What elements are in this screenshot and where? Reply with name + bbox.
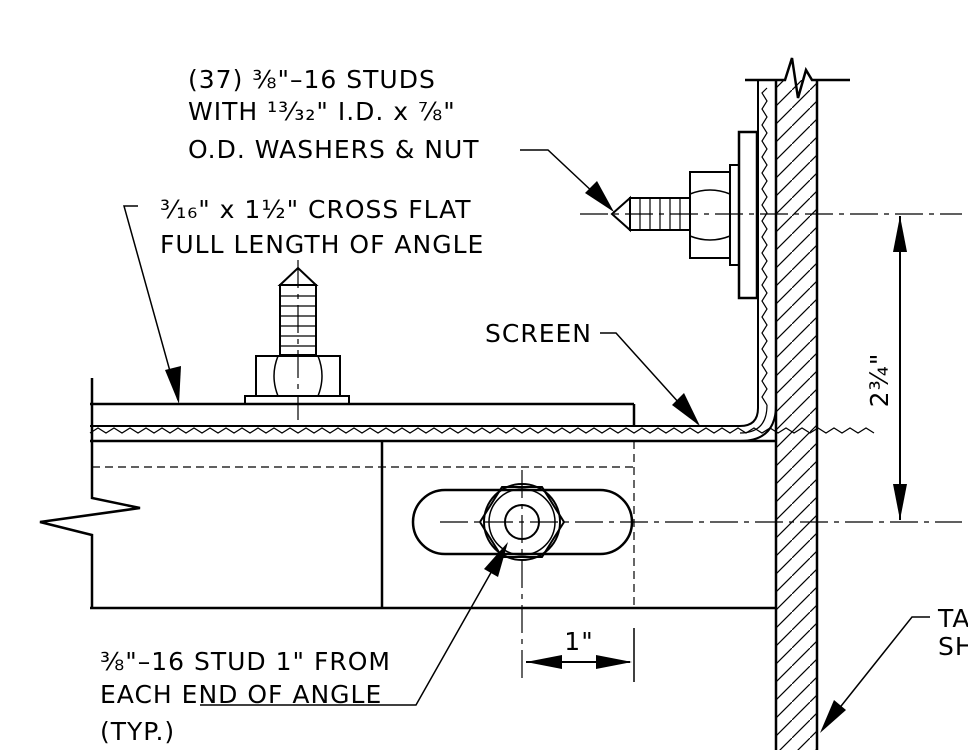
cross-flat-note-line2: FULL LENGTH OF ANGLE [160,230,484,259]
dimension-vertical-label: 2¾" [865,353,894,408]
dimension-horizontal-label: 1" [564,627,593,656]
vertical-stud [244,260,350,420]
stud-end-note-line1: ⅜"–16 STUD 1" FROM [100,647,391,676]
leader-stud-end [200,542,508,706]
leader-studs [520,149,614,212]
tank-note-line1: TA [937,604,968,633]
studs-note-line2: WITH ¹³⁄₃₂" I.D. x ⅞" [188,97,456,126]
leader-cross-flat [123,205,181,404]
studs-note-line1: (37) ⅜"–16 STUDS [188,65,436,94]
leader-screen [600,332,700,426]
tank-shell [745,57,850,750]
cross-flat-note-line1: ³⁄₁₆" x 1½" CROSS FLAT [160,195,472,224]
studs-note-line3: O.D. WASHERS & NUT [188,135,480,164]
leader-tank-shell [820,616,930,733]
angle-section [39,378,962,680]
stud-end-note-line3: (TYP.) [100,717,175,746]
cross-flat-plate [90,402,636,426]
stud-end-note-line2: EACH END OF ANGLE [100,680,382,709]
screen-note: SCREEN [485,319,592,348]
tank-note-line2: SH [938,632,968,661]
horizontal-stud [580,130,962,300]
dimension-horizontal [526,628,635,682]
dimension-vertical [893,216,907,520]
